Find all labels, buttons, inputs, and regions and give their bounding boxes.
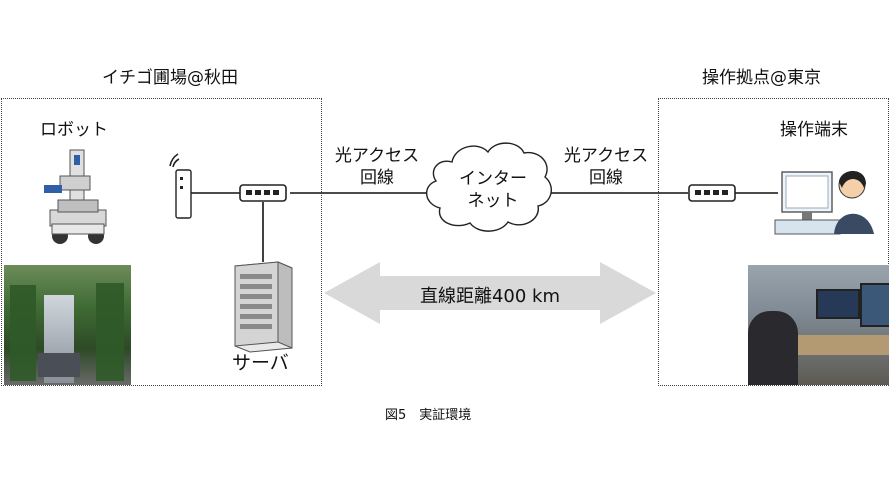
desk [778, 335, 889, 355]
distance-label: 直線距離400 km [419, 286, 561, 307]
tokyo-site-frame [658, 98, 889, 386]
figure-caption: 図5 実証環境 [385, 408, 472, 423]
left-line-label-2: 回線 [360, 168, 394, 188]
tokyo-site-title: 操作拠点@東京 [702, 68, 821, 88]
robot-illustration [44, 149, 107, 244]
monitor-2 [860, 283, 889, 327]
field-row-right [96, 283, 124, 381]
internet-cloud-label: インター ネット [448, 168, 538, 212]
akita-site-frame [1, 98, 322, 386]
control-room-photo [748, 265, 889, 385]
terminal-label: 操作端末 [780, 120, 848, 140]
left-line-label-1: 光アクセス [334, 146, 420, 166]
cloud-label-2: ネット [467, 191, 519, 211]
distance-arrow [324, 262, 656, 324]
wifi-router-icon [169, 153, 192, 219]
right-line-label: 光アクセス 回線 [551, 145, 661, 189]
field-robot-base [38, 353, 80, 377]
left-line-label: 光アクセス 回線 [322, 145, 432, 189]
robot-label: ロボット [40, 120, 108, 140]
cloud-icon [426, 142, 553, 232]
strawberry-field-photo [4, 265, 131, 385]
operator-pc-illustration [774, 171, 874, 235]
field-row-left [10, 285, 36, 381]
right-line-label-1: 光アクセス [563, 146, 649, 166]
server-label: サーバ [232, 352, 289, 374]
server-tower-icon [234, 261, 293, 353]
network-switch-icon [239, 184, 287, 202]
monitor-1 [816, 289, 860, 319]
right-line-label-2: 回線 [589, 168, 623, 188]
tokyo-switch-icon [688, 184, 736, 202]
akita-site-title: イチゴ圃場@秋田 [102, 68, 238, 88]
cloud-label-1: インター [459, 169, 527, 189]
operator-person [748, 311, 798, 385]
